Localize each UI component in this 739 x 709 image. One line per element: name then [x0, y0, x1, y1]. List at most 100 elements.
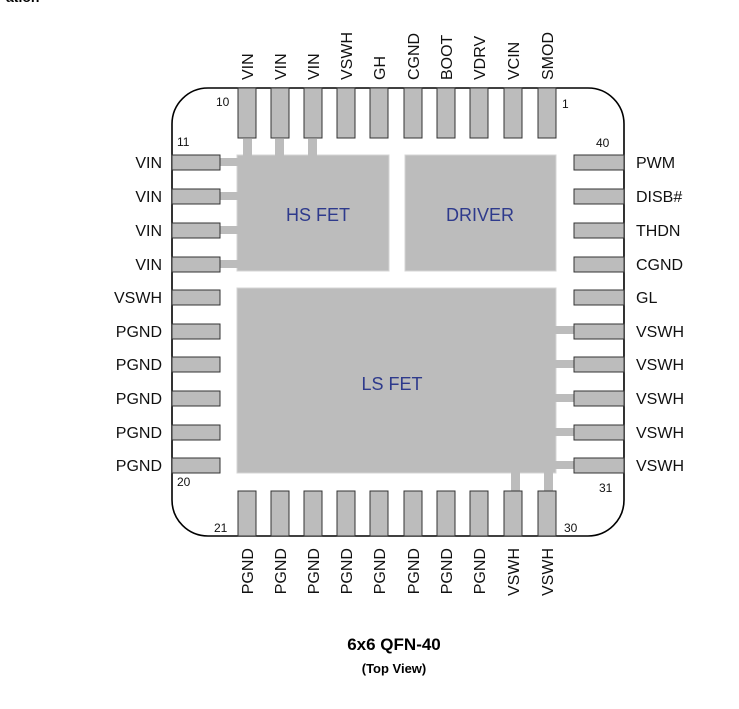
pin-number-10: 10 — [216, 95, 230, 109]
pin-number-31: 31 — [599, 481, 613, 495]
pin-label-left-15: VSWH — [114, 290, 162, 307]
pin-label-right-34: VSWH — [636, 357, 684, 374]
pin-pad-top-5 — [403, 87, 423, 139]
pin-label-bottom-25: PGND — [372, 548, 389, 594]
pin-label-top-10: VIN — [240, 53, 257, 80]
pin-pad-right-34 — [573, 356, 625, 373]
pin-number-11: 11 — [177, 135, 190, 149]
hs-fet-link-pin13 — [220, 226, 238, 234]
pin-pad-right-31 — [573, 457, 625, 474]
pin-label-bottom-30: VSWH — [540, 548, 557, 596]
pin-label-bottom-23: PGND — [306, 548, 323, 594]
pin-label-left-20: PGND — [116, 458, 162, 475]
pin-pad-right-33 — [573, 390, 625, 407]
pin-pad-bottom-23 — [303, 490, 323, 537]
ls-fet-label: LS FET — [361, 374, 422, 394]
pin-label-left-14: VIN — [135, 257, 162, 274]
ls-fet-link-pin30 — [544, 472, 553, 491]
ls-fet-block — [236, 287, 557, 474]
ls-fet-link-pin32 — [555, 428, 574, 436]
pin-label-top-5: CGND — [406, 33, 423, 80]
pin-pad-right-37 — [573, 256, 625, 273]
pin-pad-right-38 — [573, 222, 625, 239]
pin-pad-top-6 — [369, 87, 389, 139]
caption-title: 6x6 QFN-40 — [347, 635, 441, 654]
pin-label-bottom-22: PGND — [273, 548, 290, 594]
pin-label-bottom-29: VSWH — [506, 548, 523, 596]
pin-label-right-32: VSWH — [636, 425, 684, 442]
pin-pad-bottom-24 — [336, 490, 356, 537]
pin-number-1: 1 — [562, 97, 569, 111]
pin-pad-bottom-22 — [270, 490, 290, 537]
pin-label-bottom-24: PGND — [339, 548, 356, 594]
pin-number-21: 21 — [214, 521, 228, 535]
package-blocks — [220, 139, 574, 491]
caption-subtitle: (Top View) — [362, 661, 427, 676]
header-fragment: ation — [6, 0, 39, 5]
pin-pad-bottom-28 — [469, 490, 489, 537]
pin-pad-left-17 — [171, 356, 221, 373]
ls-fet-link-pin31 — [555, 461, 574, 469]
pin-label-left-11: VIN — [135, 155, 162, 172]
pin-pad-left-11 — [171, 154, 221, 171]
pin-label-bottom-27: PGND — [439, 548, 456, 594]
pin-pad-right-40 — [573, 154, 625, 171]
pin-label-bottom-26: PGND — [406, 548, 423, 594]
pin-pad-right-39 — [573, 188, 625, 205]
pin-pad-top-1 — [537, 87, 557, 139]
pin-label-right-35: VSWH — [636, 324, 684, 341]
ls-fet-link-pin29 — [511, 472, 520, 491]
pin-pad-left-14 — [171, 256, 221, 273]
pin-label-bottom-21: PGND — [240, 548, 257, 594]
pin-pad-right-35 — [573, 323, 625, 340]
ls-fet-link-pin34 — [555, 360, 574, 368]
pin-pad-bottom-27 — [436, 490, 456, 537]
pin-number-20: 20 — [177, 475, 191, 489]
pin-pad-left-19 — [171, 424, 221, 441]
pin-label-left-13: VIN — [135, 223, 162, 240]
pin-number-40: 40 — [596, 136, 610, 150]
pin-pad-left-18 — [171, 390, 221, 407]
hs-fet-link-pin14 — [220, 260, 238, 268]
pin-pad-bottom-26 — [403, 490, 423, 537]
pin-pad-top-8 — [303, 87, 323, 139]
pin-label-bottom-28: PGND — [472, 548, 489, 594]
pin-label-top-3: VDRV — [472, 36, 489, 80]
pin-pad-left-15 — [171, 289, 221, 306]
pin-label-right-36: GL — [636, 290, 657, 307]
pin-label-left-19: PGND — [116, 425, 162, 442]
pin-pad-top-4 — [436, 87, 456, 139]
pin-pad-top-3 — [469, 87, 489, 139]
pin-pad-left-12 — [171, 188, 221, 205]
pin-label-top-1: SMOD — [540, 32, 557, 80]
pin-label-right-33: VSWH — [636, 391, 684, 408]
hs-fet-link-pin8 — [308, 139, 317, 156]
pin-pad-right-32 — [573, 424, 625, 441]
pin-pad-left-13 — [171, 222, 221, 239]
ls-fet-link-pin33 — [555, 394, 574, 402]
driver-block — [404, 154, 557, 272]
pin-label-top-8: VIN — [306, 53, 323, 80]
pin-pad-top-7 — [336, 87, 356, 139]
pin-label-top-6: GH — [372, 56, 389, 80]
pin-pad-left-16 — [171, 323, 221, 340]
hs-fet-label: HS FET — [286, 205, 350, 225]
pin-pad-right-36 — [573, 289, 625, 306]
pin-pad-left-20 — [171, 457, 221, 474]
pin-pad-top-10 — [237, 87, 257, 139]
pin-label-right-39: DISB# — [636, 189, 682, 206]
hs-fet-link-pin9 — [275, 139, 284, 156]
pin-label-right-40: PWM — [636, 155, 675, 172]
hs-fet-link-pin12 — [220, 192, 238, 200]
pin-label-top-2: VCIN — [506, 42, 523, 80]
pin-pad-top-2 — [503, 87, 523, 139]
hs-fet-link-pin10 — [243, 139, 252, 156]
pin-label-top-9: VIN — [273, 53, 290, 80]
ls-fet-link-pin35 — [555, 326, 574, 334]
driver-label: DRIVER — [446, 205, 514, 225]
pin-label-left-17: PGND — [116, 357, 162, 374]
pin-label-right-37: CGND — [636, 257, 683, 274]
hs-fet-block — [236, 154, 390, 272]
